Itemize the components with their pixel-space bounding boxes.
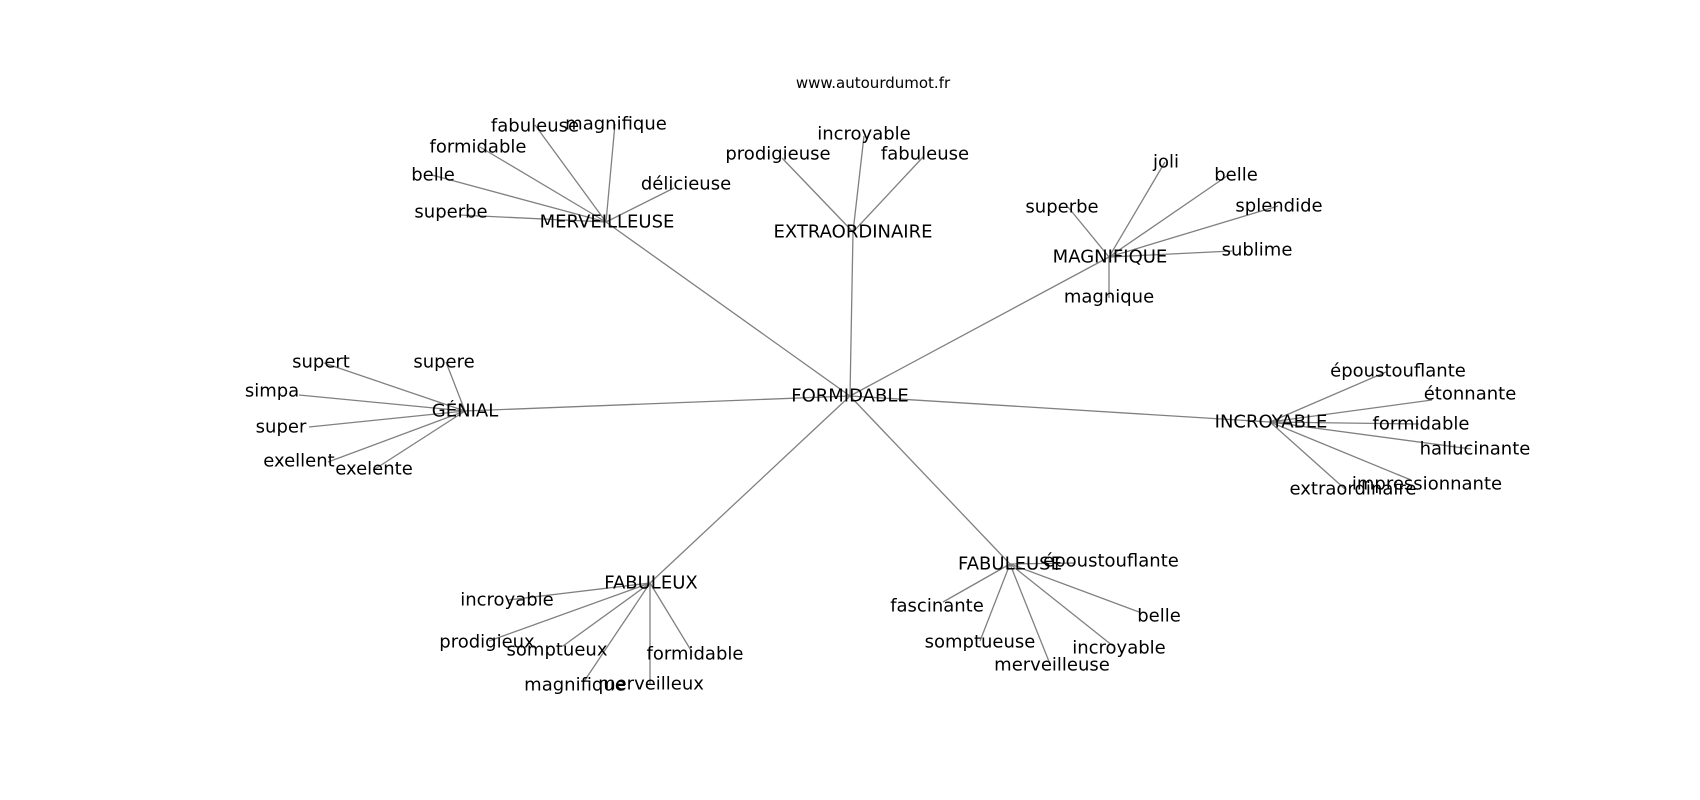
leaf-node-label: formidable bbox=[1373, 414, 1470, 435]
branch-node-label: FABULEUSE bbox=[958, 554, 1062, 575]
edge-branch-leaf bbox=[979, 563, 1011, 642]
leaf-node-label: prodigieuse bbox=[725, 144, 830, 165]
labels-layer: FORMIDABLEMERVEILLEUSEfabuleusemagnifiqu… bbox=[245, 114, 1531, 696]
leaf-node-label: incroyable bbox=[460, 590, 554, 611]
edge-root-branch bbox=[849, 395, 1011, 565]
edge-branch-leaf bbox=[534, 124, 607, 223]
edge-branch-leaf bbox=[942, 563, 1011, 603]
leaf-node-label: superbe bbox=[414, 202, 487, 223]
edge-branch-leaf bbox=[1269, 399, 1433, 423]
leaf-node-label: belle bbox=[1137, 606, 1181, 627]
root-node-label: FORMIDABLE bbox=[791, 386, 908, 407]
leaf-node-label: fascinante bbox=[890, 596, 984, 617]
edge-root-branch bbox=[849, 256, 1110, 397]
leaf-node-label: somptueux bbox=[507, 640, 608, 661]
leaf-node-label: supert bbox=[292, 352, 350, 373]
leaf-node-label: incroyable bbox=[817, 124, 911, 145]
edge-branch-leaf bbox=[1108, 205, 1279, 258]
branch-node-label: EXTRAORDINAIRE bbox=[774, 222, 933, 243]
leaf-node-label: exellent bbox=[263, 451, 334, 472]
leaf-node-label: belle bbox=[1214, 165, 1258, 186]
edge-branch-leaf bbox=[582, 582, 651, 684]
leaf-node-label: étonnante bbox=[1424, 384, 1517, 405]
leaf-node-label: fabuleuse bbox=[881, 144, 969, 165]
edge-branch-leaf bbox=[308, 410, 466, 428]
edge-root-branch bbox=[849, 395, 1271, 423]
edge-branch-leaf bbox=[445, 361, 466, 412]
edge-branch-leaf bbox=[1009, 563, 1114, 647]
edge-branch-leaf bbox=[507, 582, 651, 601]
leaf-node-label: formidable bbox=[430, 137, 527, 158]
branch-node-label: GÉNIAL bbox=[432, 400, 498, 422]
edge-root-branch bbox=[849, 231, 854, 397]
edge-branch-leaf bbox=[431, 174, 607, 223]
edge-branch-leaf bbox=[327, 410, 466, 463]
leaf-node-label: extraordinaire bbox=[1290, 479, 1417, 500]
edge-branch-leaf bbox=[1269, 421, 1420, 425]
leaf-node-label: merveilleux bbox=[598, 674, 704, 695]
leaf-node-label: sublime bbox=[1222, 240, 1293, 261]
edge-branch-leaf bbox=[1269, 371, 1387, 423]
leaf-node-label: somptueuse bbox=[925, 632, 1036, 653]
edge-branch-leaf bbox=[1269, 421, 1346, 490]
branch-node-label: INCROYABLE bbox=[1215, 412, 1328, 433]
edge-branch-leaf bbox=[1269, 421, 1412, 481]
edge-branch-leaf bbox=[1009, 563, 1140, 613]
leaf-node-label: magnifique bbox=[524, 675, 626, 696]
edge-branch-leaf bbox=[323, 362, 466, 412]
edge-branch-leaf bbox=[852, 155, 925, 233]
leaf-node-label: impressionnante bbox=[1352, 474, 1502, 495]
edge-branch-leaf bbox=[1067, 206, 1110, 258]
edge-branch-leaf bbox=[374, 410, 466, 470]
edge-branch-leaf bbox=[562, 582, 651, 647]
leaf-node-label: magnique bbox=[1064, 287, 1154, 308]
edge-branch-leaf bbox=[1108, 175, 1228, 258]
edge-root-branch bbox=[649, 395, 851, 584]
edge-branch-leaf bbox=[649, 582, 693, 653]
edge-branch-leaf bbox=[1108, 250, 1233, 258]
leaf-node-label: époustouflante bbox=[1043, 551, 1179, 572]
leaf-node-label: délicieuse bbox=[641, 174, 731, 195]
edge-branch-leaf bbox=[488, 582, 651, 642]
source-label: www.autourdumot.fr bbox=[796, 74, 951, 92]
leaf-node-label: hallucinante bbox=[1420, 439, 1531, 460]
leaf-node-label: époustouflante bbox=[1330, 361, 1466, 382]
leaf-node-label: magnifique bbox=[565, 114, 667, 135]
leaf-node-label: super bbox=[256, 417, 307, 438]
edge-branch-leaf bbox=[605, 187, 675, 223]
edge-branch-leaf bbox=[1269, 421, 1472, 450]
leaf-node-label: incroyable bbox=[1072, 638, 1166, 659]
edge-root-branch bbox=[464, 395, 851, 412]
edge-branch-leaf bbox=[479, 146, 607, 223]
leaf-node-label: merveilleuse bbox=[994, 655, 1110, 676]
edge-branch-leaf bbox=[1009, 563, 1051, 665]
edge-root-branch bbox=[605, 221, 851, 397]
leaf-node-label: belle bbox=[411, 165, 455, 186]
leaf-node-label: exelente bbox=[335, 459, 413, 480]
edge-branch-leaf bbox=[458, 214, 607, 223]
leaf-node-label: splendide bbox=[1235, 196, 1322, 217]
edges-layer bbox=[298, 123, 1472, 685]
edge-branch-leaf bbox=[605, 123, 616, 223]
edge-branch-leaf bbox=[781, 157, 854, 233]
edge-branch-leaf bbox=[298, 394, 466, 412]
leaf-node-label: simpa bbox=[245, 381, 299, 402]
branch-node-label: FABULEUX bbox=[604, 573, 697, 594]
leaf-node-label: fabuleuse bbox=[491, 116, 579, 137]
leaf-node-label: joli bbox=[1152, 152, 1179, 173]
branch-node-label: MAGNIFIQUE bbox=[1053, 247, 1168, 268]
edge-branch-leaf bbox=[1009, 562, 1076, 565]
leaf-node-label: prodigieux bbox=[439, 632, 535, 653]
leaf-node-label: superbe bbox=[1025, 197, 1098, 218]
edge-branch-leaf bbox=[852, 135, 865, 233]
branch-node-label: MERVEILLEUSE bbox=[540, 212, 675, 233]
leaf-node-label: formidable bbox=[647, 644, 744, 665]
edge-branch-leaf bbox=[1108, 161, 1166, 258]
leaf-node-label: supere bbox=[413, 352, 474, 373]
